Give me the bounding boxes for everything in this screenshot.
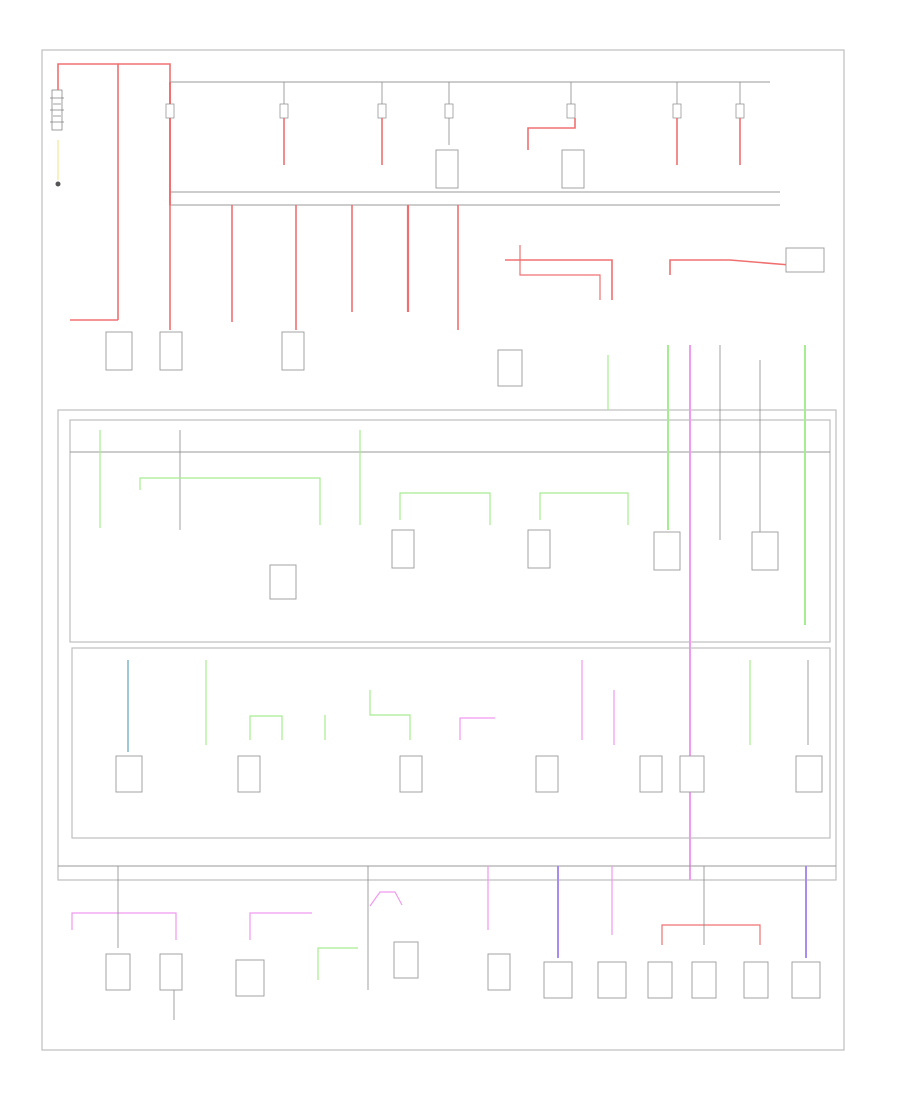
lower-section-frame — [71, 647, 831, 839]
battery-feed-wire — [57, 63, 171, 321]
fuse-icon — [444, 103, 454, 119]
ground-icon — [55, 140, 61, 187]
fuse-row-1 — [165, 82, 745, 189]
fuse-icon — [566, 103, 576, 119]
fuse-icon — [735, 103, 745, 119]
lower-row-components — [115, 660, 823, 793]
fuse-row-2 — [105, 205, 825, 387]
diagram-frame — [41, 49, 845, 1051]
fuse-icon — [279, 103, 289, 119]
middle-row-components — [99, 345, 806, 880]
fuse-icon — [377, 103, 387, 119]
middle-inner-frame — [69, 419, 831, 643]
middle-section-frame — [57, 409, 837, 881]
fuse-icon — [165, 103, 175, 119]
battery-icon — [50, 89, 64, 131]
fuse-icon — [672, 103, 682, 119]
bottom-row-components — [71, 866, 821, 1020]
